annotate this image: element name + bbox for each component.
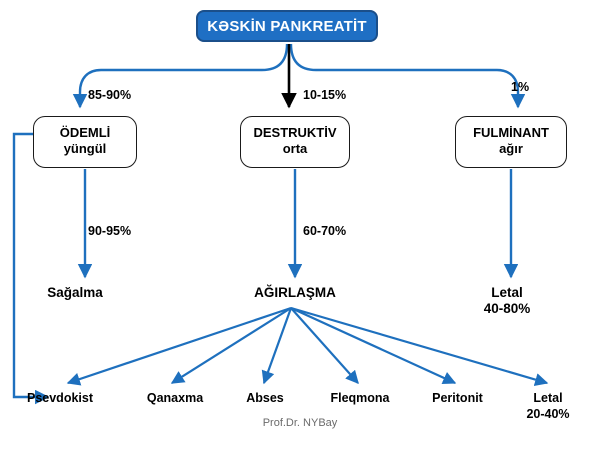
edge-agirlasma-to-abses <box>261 307 293 385</box>
node-psevdokist[interactable]: Psevdokist <box>0 391 130 405</box>
node-fulminant-title: FULMİNANT <box>473 125 549 141</box>
node-sagalma[interactable]: Sağalma <box>20 285 130 301</box>
node-letal-fulminant[interactable]: Letal 40-80% <box>452 285 562 318</box>
edge-agirlasma-to-psevdokist <box>66 306 292 386</box>
edge-agirlasma-to-qanaxma <box>170 307 292 384</box>
node-letal-complication-label: Letal <box>533 391 563 405</box>
node-fleqmona[interactable]: Fleqmona <box>300 391 420 405</box>
author-credit: Prof.Dr. NYBay <box>262 417 338 429</box>
node-root[interactable]: KƏSKİN PANKREATİT <box>196 10 378 42</box>
edge-label-fulminant-percent: 1% <box>511 80 530 94</box>
edge-label-odemli-percent: 85-90% <box>88 88 132 102</box>
node-letal-complication[interactable]: Letal 20-40% <box>498 391 598 422</box>
node-peritonit[interactable]: Peritonit <box>395 391 520 405</box>
node-qanaxma[interactable]: Qanaxma <box>110 391 240 405</box>
node-letal-fulminant-label: Letal <box>491 285 523 300</box>
edge-agirlasma-to-fleqmona <box>290 307 359 384</box>
node-qanaxma-label: Qanaxma <box>146 391 204 405</box>
node-sagalma-label: Sağalma <box>47 285 103 300</box>
node-letal-complication-rate: 20-40% <box>526 406 570 421</box>
node-fulminant[interactable]: FULMİNANT ağır <box>455 116 567 168</box>
node-destruktiv-title: DESTRUKTİV <box>253 125 337 141</box>
node-fulminant-subtitle: ağır <box>499 141 523 157</box>
node-odemli-title: ÖDEMLİ <box>59 125 111 141</box>
node-agirlasma[interactable]: AĞIRLAŞMA <box>230 285 360 301</box>
edge-agirlasma-to-peritonit <box>290 306 457 385</box>
node-abses-label: Abses <box>246 391 284 405</box>
complication-fan <box>66 306 549 386</box>
node-root-label: KƏSKİN PANKREATİT <box>207 17 367 35</box>
edge-label-sagalma-percent: 90-95% <box>88 224 132 238</box>
edge-agirlasma-to-letal2 <box>290 306 549 386</box>
node-fleqmona-label: Fleqmona <box>330 391 390 405</box>
node-destruktiv-subtitle: orta <box>282 141 308 157</box>
node-destruktiv[interactable]: DESTRUKTİV orta <box>240 116 350 168</box>
node-abses[interactable]: Abses <box>210 391 320 405</box>
node-peritonit-label: Peritonit <box>432 391 483 405</box>
node-odemli[interactable]: ÖDEMLİ yüngül <box>33 116 137 168</box>
node-odemli-subtitle: yüngül <box>63 141 107 157</box>
edge-label-agirlasma-percent: 60-70% <box>303 224 347 238</box>
node-agirlasma-label: AĞIRLAŞMA <box>254 285 336 300</box>
node-letal-fulminant-rate: 40-80% <box>483 301 531 317</box>
edge-label-destruktiv-percent: 10-15% <box>303 88 347 102</box>
edge-odemli-to-psevdokist <box>12 132 50 405</box>
node-psevdokist-label: Psevdokist <box>26 391 93 405</box>
